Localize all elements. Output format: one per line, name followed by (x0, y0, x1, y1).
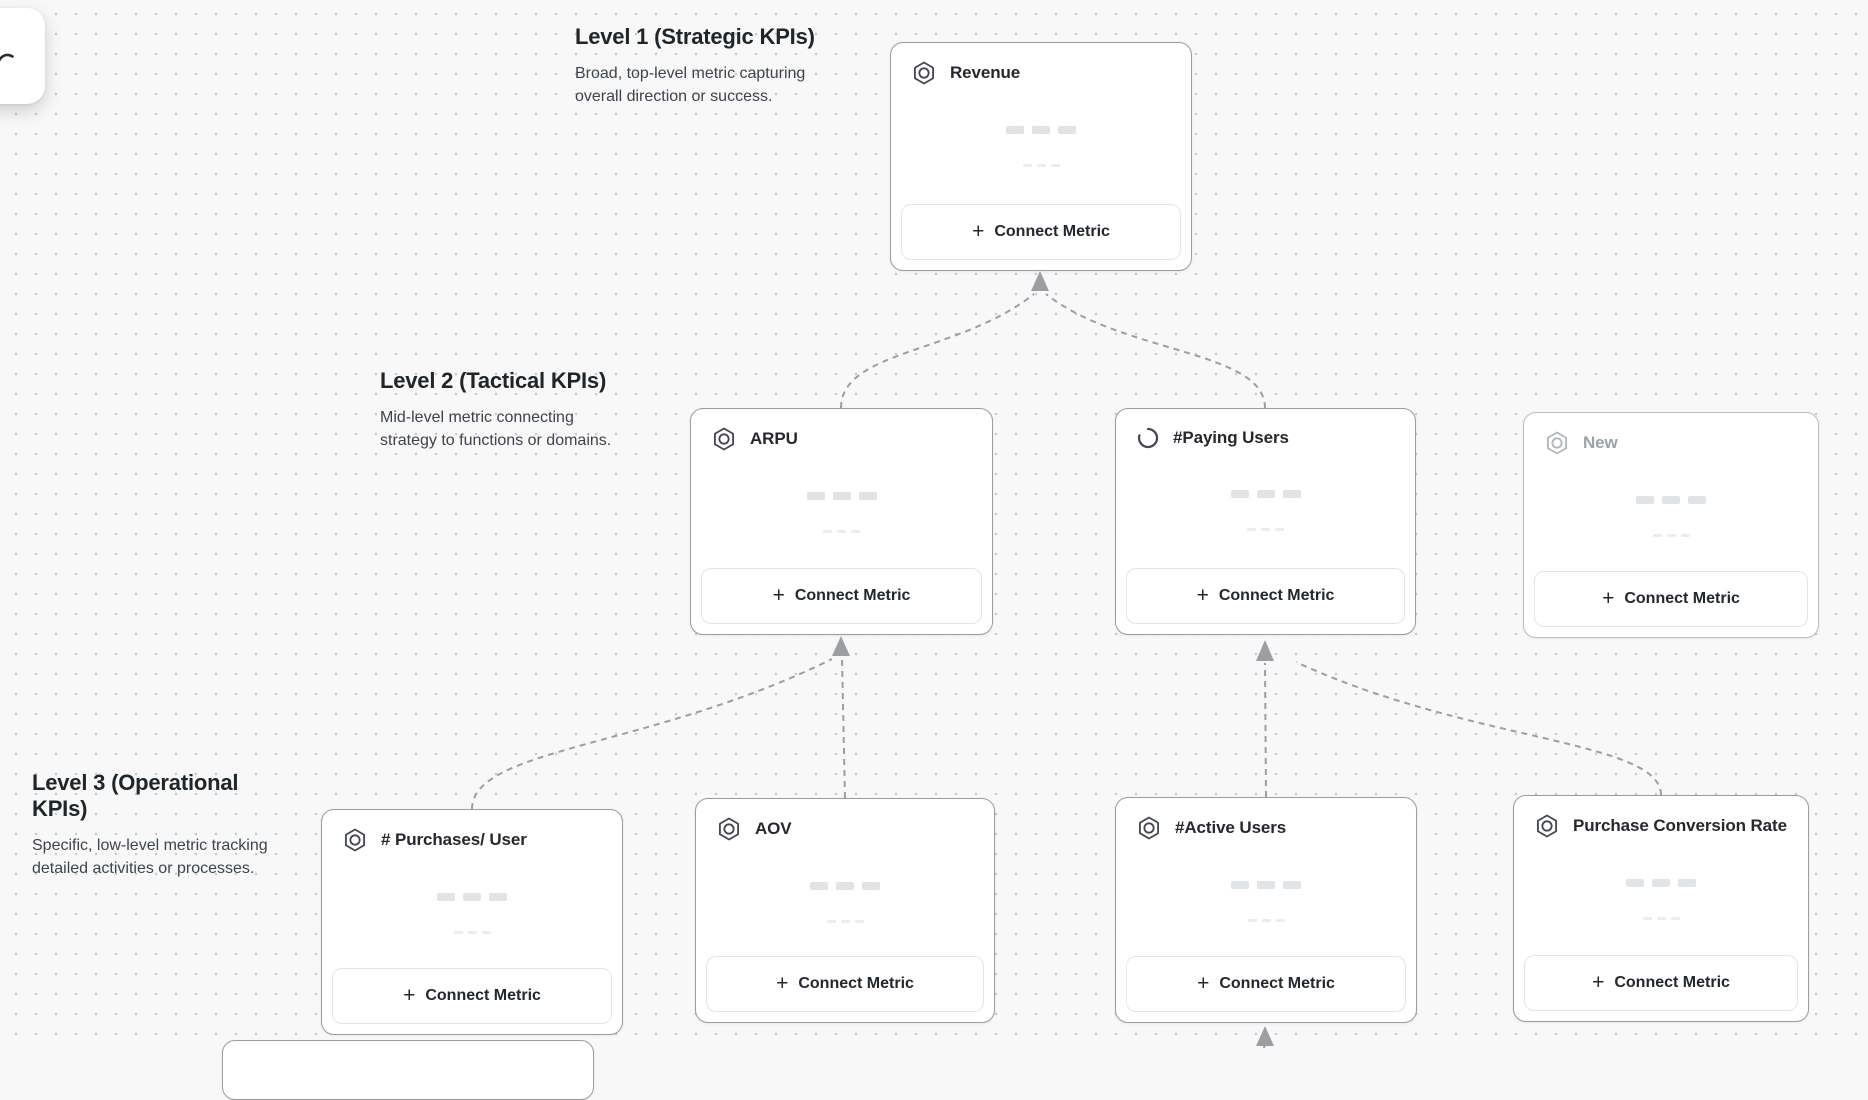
loading-spinner-icon (1136, 426, 1160, 450)
plus-icon: + (776, 971, 789, 995)
metric-hexagon-icon (1544, 430, 1570, 456)
connector-purchases-to-arpu (471, 658, 833, 810)
level-3-title: Level 3 (Operational KPIs) (32, 770, 239, 821)
metric-value-placeholder (1116, 490, 1415, 531)
plus-icon: + (403, 983, 416, 1007)
metric-value-placeholder (1116, 881, 1416, 922)
metric-hexagon-icon (716, 816, 742, 842)
level-2-label: Level 2 (Tactical KPIs) Mid-level metric… (380, 368, 632, 452)
connector-aov-to-arpu (841, 657, 846, 799)
level-1-description: Broad, top-level metric capturing overal… (575, 65, 806, 106)
plus-icon: + (772, 583, 785, 607)
kpi-card-active-users[interactable]: #Active Users + Connect Metric (1115, 797, 1417, 1023)
connector-pcr-to-paying-users (1295, 661, 1662, 796)
card-title: #Paying Users (1173, 428, 1289, 447)
card-title: #Active Users (1175, 818, 1287, 837)
metric-hexagon-icon (911, 60, 937, 86)
metric-value-placeholder (1514, 879, 1808, 920)
card-title: Purchase Conversion Rate (1573, 816, 1787, 835)
card-title: AOV (755, 819, 792, 838)
connect-metric-button[interactable]: + Connect Metric (901, 204, 1181, 260)
arrowhead-active-users (1256, 1026, 1274, 1046)
cursor-stroke-icon (0, 53, 14, 62)
level-3-description: Specific, low-level metric tracking deta… (32, 837, 268, 878)
connect-metric-button[interactable]: + Connect Metric (1534, 571, 1808, 627)
card-title: ARPU (750, 429, 798, 448)
connect-metric-button[interactable]: + Connect Metric (701, 568, 982, 624)
kpi-card-arpu[interactable]: ARPU + Connect Metric (690, 408, 993, 635)
metric-value-placeholder (1524, 496, 1818, 537)
kpi-card-new-draft[interactable]: New + Connect Metric (1523, 412, 1819, 638)
level-2-description: Mid-level metric connecting strategy to … (380, 409, 612, 450)
level-2-title: Level 2 (Tactical KPIs) (380, 368, 607, 393)
connect-metric-button[interactable]: + Connect Metric (1126, 956, 1406, 1012)
plus-icon: + (972, 219, 985, 243)
kpi-card-aov[interactable]: AOV + Connect Metric (695, 798, 995, 1023)
connect-metric-button[interactable]: + Connect Metric (706, 956, 984, 1012)
level-1-title: Level 1 (Strategic KPIs) (575, 24, 815, 49)
kpi-card-purchases-per-user[interactable]: # Purchases/ User + Connect Metric (321, 809, 623, 1035)
plus-icon: + (1592, 970, 1605, 994)
level-3-label: Level 3 (Operational KPIs) Specific, low… (32, 770, 294, 880)
metric-value-placeholder (322, 893, 622, 934)
connector-arpu-to-revenue (840, 293, 1035, 409)
connector-paying-users-to-revenue (1045, 293, 1266, 409)
connector-active-users-to-paying-users (1264, 662, 1267, 798)
arrowhead-revenue (1031, 271, 1049, 291)
metric-value-placeholder (691, 492, 992, 533)
card-title: # Purchases/ User (381, 830, 527, 849)
kpi-card-paying-users[interactable]: #Paying Users + Connect Metric (1115, 408, 1416, 635)
metric-hexagon-icon (342, 827, 368, 853)
metric-hexagon-icon (1534, 813, 1560, 839)
metric-value-placeholder (696, 882, 994, 923)
kpi-card-partial-offscreen[interactable] (222, 1040, 594, 1100)
connect-metric-button[interactable]: + Connect Metric (1524, 955, 1798, 1011)
canvas-toolbar[interactable] (0, 8, 45, 104)
connect-metric-button[interactable]: + Connect Metric (332, 968, 612, 1024)
card-title: Revenue (950, 63, 1021, 82)
connect-metric-button[interactable]: + Connect Metric (1126, 568, 1405, 624)
level-1-label: Level 1 (Strategic KPIs) Broad, top-leve… (575, 24, 837, 108)
kpi-card-revenue[interactable]: Revenue + Connect Metric (890, 42, 1192, 271)
arrowhead-arpu (832, 636, 850, 656)
card-title: New (1583, 433, 1618, 452)
metric-hexagon-icon (1136, 815, 1162, 841)
arrowhead-paying-users (1256, 640, 1274, 661)
plus-icon: + (1602, 586, 1615, 610)
connector-offscreen-to-active-users (1263, 1042, 1266, 1048)
metric-hexagon-icon (711, 426, 737, 452)
plus-icon: + (1196, 583, 1209, 607)
metric-value-placeholder (891, 126, 1191, 167)
kpi-card-purchase-conversion-rate[interactable]: Purchase Conversion Rate + Connect Metri… (1513, 795, 1809, 1022)
plus-icon: + (1197, 971, 1210, 995)
